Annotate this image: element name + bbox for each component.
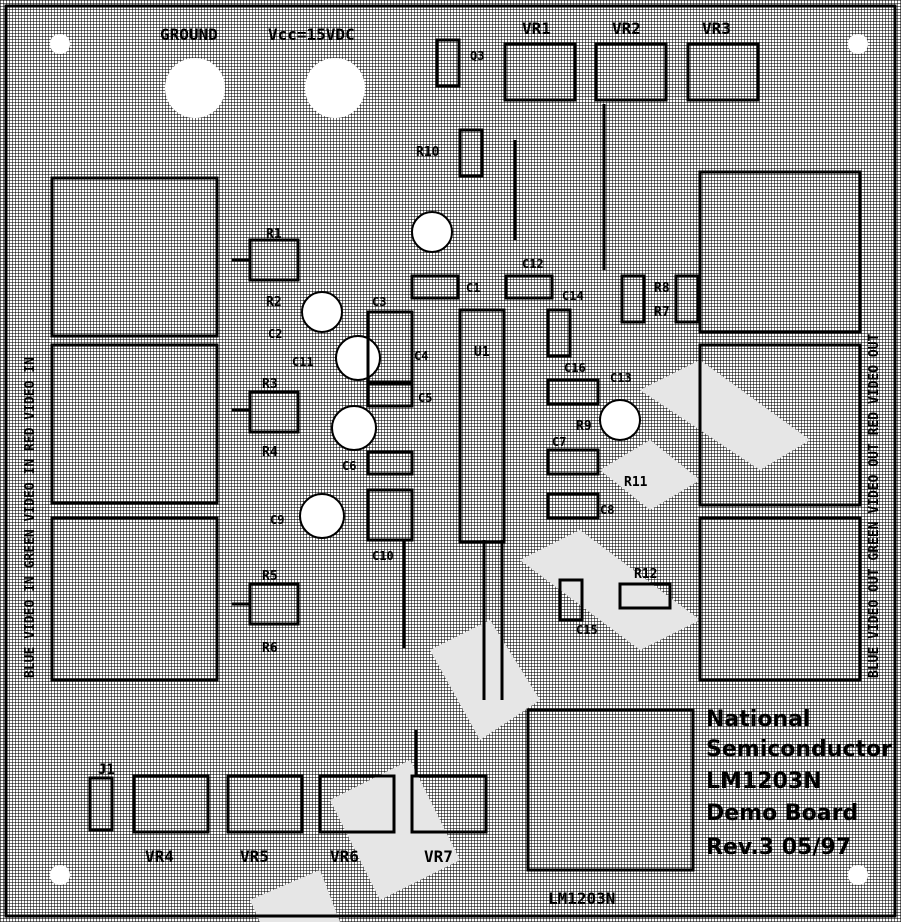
traces	[232, 104, 606, 776]
vcc-post-hole	[305, 58, 365, 118]
vr1-label: VR1	[522, 19, 551, 38]
transistor-q1	[411, 211, 453, 253]
u1-label: U1	[474, 345, 490, 360]
part-r3	[248, 390, 300, 434]
r10-label: R10	[416, 145, 440, 160]
part-r9	[546, 378, 600, 406]
board-outline	[4, 4, 897, 918]
vcc-label: Vcc=15VDC	[268, 25, 355, 44]
vr4-pot	[132, 774, 210, 834]
r6-label: R6	[262, 641, 278, 656]
part-c10	[366, 488, 414, 542]
vr2-label: VR2	[612, 19, 641, 38]
vr7-pot	[410, 774, 488, 834]
part-c8	[546, 492, 600, 520]
mounting-hole-bl	[50, 865, 70, 885]
r7-label: R7	[654, 305, 670, 320]
vr5-label: VR5	[240, 847, 269, 866]
info-line-1: National	[706, 707, 810, 732]
r12-label: R12	[634, 567, 657, 582]
r4-label: R4	[262, 445, 278, 460]
vr7-label: VR7	[424, 847, 453, 866]
r11-label: R11	[624, 475, 648, 490]
vr2-pot	[594, 42, 668, 102]
right-edge-label: BLUE VIDEO OUT GREEN VIDEO OUT RED VIDEO…	[867, 333, 882, 678]
info-line-2: Semiconductor	[706, 737, 892, 762]
part-c15	[558, 578, 584, 622]
c1-label: C1	[466, 281, 480, 295]
part-r7	[674, 274, 700, 324]
part-c12	[504, 274, 554, 300]
u1-ic	[458, 308, 506, 544]
green-input-connector	[50, 343, 219, 505]
j1-label: J1	[98, 762, 115, 778]
ic-socket	[526, 708, 695, 872]
vr4-label: VR4	[145, 847, 174, 866]
c14-label: C14	[562, 289, 584, 303]
transistor-q7	[299, 493, 345, 539]
q3-label: Q3	[470, 49, 484, 63]
part-c7	[546, 448, 600, 476]
c10-label: C10	[372, 549, 394, 563]
c3-label: C3	[372, 295, 386, 309]
transistor-q4	[301, 291, 343, 333]
c12-label: C12	[522, 257, 544, 271]
part-c1	[410, 274, 460, 300]
left-edge-label: BLUE VIDEO IN GREEN VIDEO IN RED VIDEO I…	[23, 357, 38, 678]
c11-label: C11	[292, 355, 314, 369]
r5-label: R5	[262, 569, 278, 584]
transistor-q8	[599, 399, 641, 441]
vr3-label: VR3	[702, 19, 731, 38]
transistor-q6	[331, 405, 377, 451]
blue-input-connector	[50, 176, 219, 338]
c8-label: C8	[600, 503, 614, 517]
red-input-connector	[50, 516, 219, 682]
c15-label: C15	[576, 623, 598, 637]
c5-label: C5	[418, 391, 432, 405]
red-output-connector	[698, 170, 862, 334]
r9-label: R9	[576, 419, 592, 434]
c16-label: C16	[564, 361, 586, 375]
info-line-5: Rev.3 05/97	[706, 835, 851, 860]
blue-output-connector	[698, 516, 862, 682]
mounting-hole-tr	[848, 34, 868, 54]
j1-jumper	[88, 776, 114, 832]
c9-label: C9	[270, 513, 284, 527]
part-r10	[458, 128, 484, 178]
part-number-label: LM1203N	[548, 889, 615, 908]
r2-label: R2	[266, 295, 282, 310]
green-output-connector	[698, 343, 862, 507]
part-r8	[620, 274, 646, 324]
c4-label: C4	[414, 349, 428, 363]
c13-label: C13	[610, 371, 632, 385]
r3-label: R3	[262, 377, 278, 392]
r1-label: R1	[266, 227, 282, 242]
c6-label: C6	[342, 459, 356, 473]
q3-part	[435, 38, 461, 88]
mounting-hole-br	[848, 865, 868, 885]
part-r12	[618, 582, 672, 610]
info-line-3: LM1203N	[706, 769, 822, 794]
vr1-pot	[503, 42, 577, 102]
c7-label: C7	[552, 435, 566, 449]
c2-label: C2	[268, 327, 282, 341]
part-c3	[366, 310, 414, 384]
vr6-label: VR6	[330, 847, 359, 866]
mounting-hole-tl	[50, 34, 70, 54]
vr5-pot	[226, 774, 304, 834]
part-c6	[366, 450, 414, 476]
part-c5	[366, 382, 414, 408]
ground-post-hole	[165, 58, 225, 118]
part-c14	[546, 308, 572, 358]
ground-label: GROUND	[160, 25, 218, 44]
vr3-pot	[686, 42, 760, 102]
r8-label: R8	[654, 281, 670, 296]
vr6-pot	[318, 774, 396, 834]
info-line-4: Demo Board	[706, 801, 858, 826]
